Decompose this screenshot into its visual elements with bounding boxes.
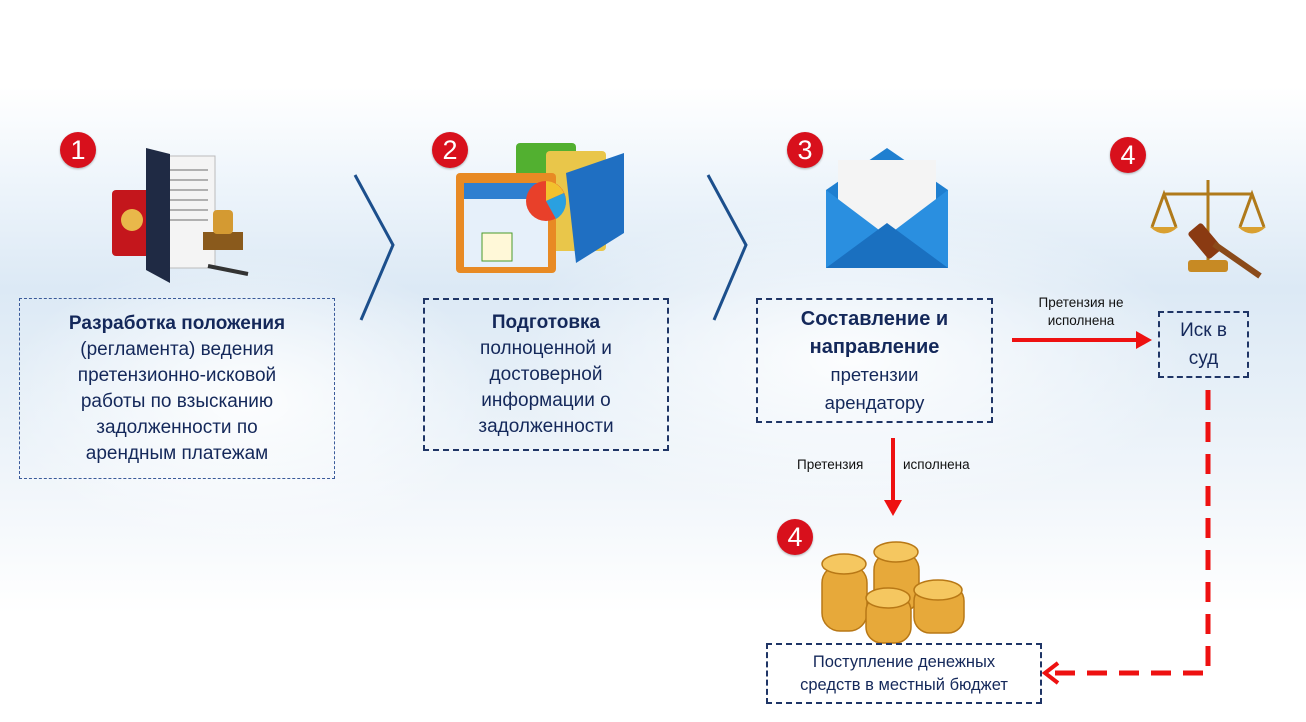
step-1-text: задолженности по — [96, 416, 258, 438]
step-2-text: информации о — [481, 389, 611, 411]
envelope-icon — [826, 148, 948, 268]
coins-icon — [821, 541, 965, 644]
step-3-box: Составление и направление претензии арен… — [756, 298, 993, 423]
lawsuit-box: Иск в суд — [1158, 311, 1249, 378]
step-1-title: Разработка положения — [68, 312, 286, 334]
chevron-right-icon — [353, 174, 748, 321]
step-2-text: достоверной — [489, 363, 603, 385]
step-1-text: арендным платежам — [85, 442, 269, 464]
label-fulfilled-right: исполнена — [903, 457, 970, 472]
budget-text: средств в местный бюджет — [800, 675, 1008, 694]
arrow-not-fulfilled — [1012, 331, 1152, 349]
flow-arrows — [884, 331, 1211, 685]
step-2-text: полноценной и — [480, 337, 612, 359]
step-1-text: претензионно-исковой — [77, 364, 277, 386]
step-badge-2: 2 — [432, 132, 468, 168]
step-badge-1: 1 — [60, 132, 96, 168]
step-1-text: работы по взысканию — [80, 390, 274, 412]
step-3-text: претензии — [830, 363, 919, 385]
budget-text: Поступление денежных — [812, 652, 996, 671]
scales-gavel-icon — [1150, 180, 1266, 279]
step-3-title: Составление и — [800, 307, 949, 330]
label-not-fulfilled: Претензия не исполнена — [1012, 294, 1150, 330]
step-badge-4b: 4 — [777, 519, 813, 555]
step-2-title: Подготовка — [491, 311, 601, 333]
arrow-lawsuit-to-budget — [1041, 390, 1211, 685]
cloud — [0, 250, 500, 550]
step-3-text: арендатору — [824, 391, 925, 413]
lawsuit-text: Иск в — [1180, 319, 1227, 341]
label-line: исполнена — [1047, 313, 1115, 328]
label-line: Претензия не — [1038, 295, 1124, 310]
step-1-box: Разработка положения (регламента) ведени… — [19, 298, 335, 479]
budget-box: Поступление денежных средств в местный б… — [766, 643, 1042, 704]
lawsuit-text: суд — [1188, 347, 1219, 369]
step-2-box: Подготовка полноценной и достоверной инф… — [423, 298, 669, 451]
step-3-title: направление — [809, 335, 940, 358]
step-badge-3: 3 — [787, 132, 823, 168]
arrow-fulfilled — [884, 438, 902, 516]
clipboard-chart-folders-icon — [456, 143, 624, 273]
label-fulfilled-left: Претензия — [797, 457, 864, 472]
step-1-text: (регламента) ведения — [80, 338, 274, 360]
step-badge-4: 4 — [1110, 137, 1146, 173]
step-2-text: задолженности — [478, 415, 614, 437]
document-folder-stamp-icon — [112, 148, 249, 283]
